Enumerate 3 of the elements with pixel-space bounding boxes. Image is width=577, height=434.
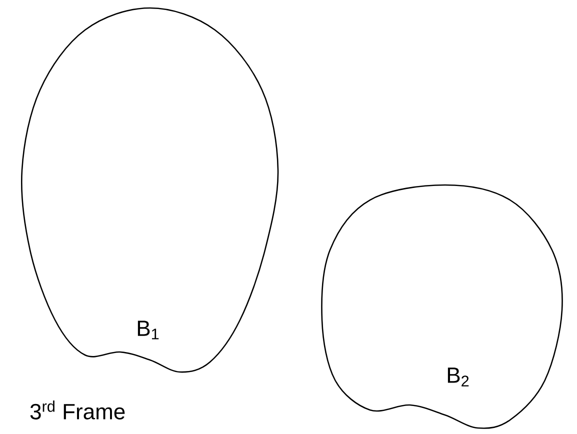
blob-outline: B$_{1}$ xyxy=(20,7,279,373)
blob-outline: B$_{2}$ xyxy=(321,184,563,429)
caption: 3$^{rd}$ Frame xyxy=(30,400,125,420)
